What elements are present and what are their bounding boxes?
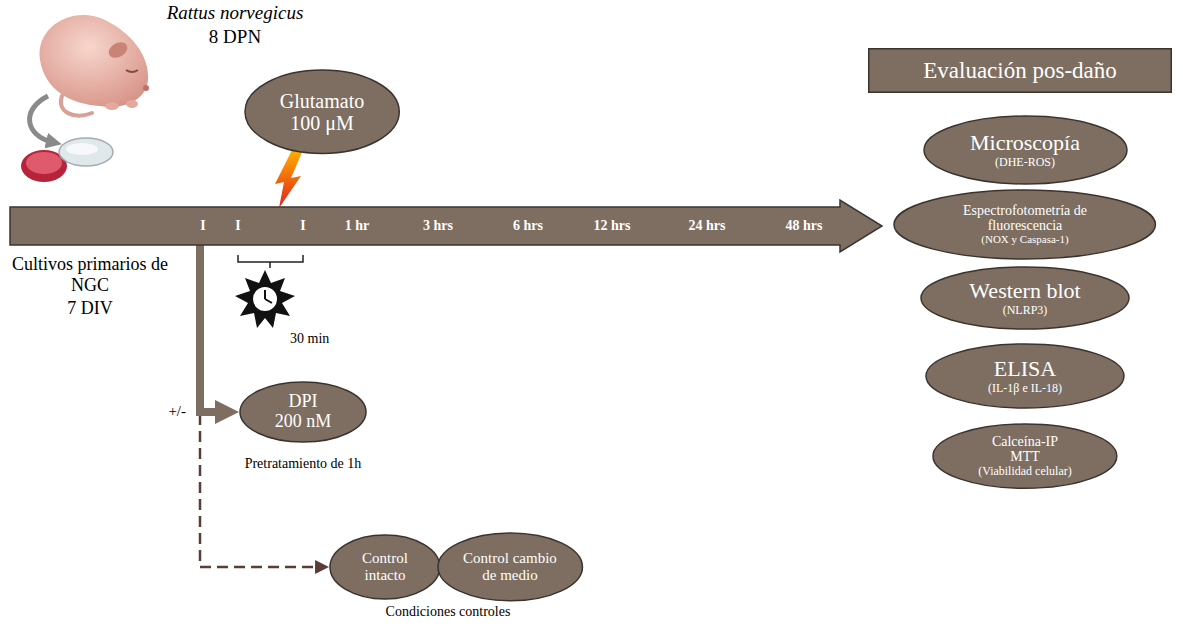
time-tick: 1 hr <box>345 219 370 233</box>
note-label: Pretratamiento de 1h <box>245 456 362 472</box>
ellipse-outline <box>330 535 440 599</box>
method-ellipse: Calceína-IP MTT(Viabilidad celular) <box>932 423 1118 489</box>
node-title: DPI 200 nM <box>274 392 332 432</box>
culture-label: 7 DIV <box>67 298 113 319</box>
ellipse-outline <box>921 267 1129 329</box>
timeline-band <box>10 200 882 252</box>
stimulus-ellipse: Glutamato 100 μM <box>244 69 400 154</box>
method-ellipse: Microscopía(DHE-ROS) <box>923 115 1128 185</box>
node-title: Glutamato 100 μM <box>269 90 374 134</box>
control-ellipse: Control cambio de medio <box>437 532 583 602</box>
node-text-group: Calceína-IP MTT(Viabilidad celular) <box>978 434 1072 478</box>
node-subtitle: (Viabilidad celular) <box>978 465 1072 478</box>
method-ellipse: ELISA(IL-1β e IL-18) <box>925 343 1125 409</box>
node-subtitle: (NLRP3) <box>1003 304 1048 317</box>
time-tick: I <box>235 219 240 233</box>
node-text-group: Glutamato 100 μM <box>269 90 374 134</box>
node-text-group: Microscopía(DHE-ROS) <box>970 131 1080 168</box>
culture-dish <box>21 138 113 182</box>
method-ellipse: Espectrofotometría de fluorescencia(NOX … <box>893 189 1156 260</box>
node-title: ELISA <box>994 357 1056 381</box>
node-title: Microscopía <box>970 131 1080 155</box>
node-title: Calceína-IP MTT <box>980 434 1070 465</box>
node-title: Control intacto <box>350 550 420 583</box>
alarm-clock <box>235 270 295 328</box>
node-text-group: ELISA(IL-1β e IL-18) <box>988 357 1062 394</box>
ellipse-outline <box>933 424 1117 488</box>
time-tick: 24 hrs <box>689 219 726 233</box>
node-text-group: Evaluación pos-daño <box>923 58 1117 83</box>
time-tick: 48 hrs <box>786 219 823 233</box>
header-box: Evaluación pos-daño <box>868 48 1172 93</box>
time-tick: I <box>200 219 205 233</box>
ellipse-outline <box>245 70 399 153</box>
treatment-arrow <box>200 244 223 412</box>
node-subtitle: (DHE-ROS) <box>995 156 1055 169</box>
bracket <box>238 255 303 268</box>
ellipse-outline <box>240 382 366 442</box>
node-text-group: Western blot(NLRP3) <box>969 279 1080 316</box>
control-ellipse: Control intacto <box>329 534 441 600</box>
node-subtitle: (NOX y Caspasa-1) <box>981 233 1068 245</box>
ellipse-outline <box>894 189 1155 258</box>
node-title: Western blot <box>969 279 1080 303</box>
culture-label: Cultivos primarios de NGC <box>10 254 170 295</box>
timeline-arrow: I I I 1 hr 3 hrs 6 hrs 12 hrs 24 hrs 48 hrs <box>10 200 882 252</box>
time-tick: I <box>300 219 305 233</box>
lightning-bolt <box>275 150 303 208</box>
node-text-group: Control cambio de medio <box>460 550 560 583</box>
node-subtitle: (IL-1β e IL-18) <box>988 382 1062 395</box>
age-label: 8 DPN <box>209 26 261 48</box>
treatment-ellipse: DPI 200 nM <box>239 381 367 443</box>
node-title: Espectrofotometría de fluorescencia <box>945 203 1105 234</box>
curved-arrow <box>30 96 52 142</box>
duration-label: 30 min <box>290 331 329 347</box>
species-label: Rattus norvegicus <box>167 2 304 24</box>
time-tick: 3 hrs <box>423 219 453 233</box>
ellipse-outline <box>438 533 582 601</box>
node-title: Control cambio de medio <box>460 550 560 583</box>
option-label: +/- <box>168 403 186 420</box>
node-text-group: Espectrofotometría de fluorescencia(NOX … <box>945 203 1105 246</box>
node-text-group: Control intacto <box>350 550 420 583</box>
time-tick: 12 hrs <box>594 219 631 233</box>
header-rect <box>869 49 1172 93</box>
node-title: Evaluación pos-daño <box>923 58 1117 83</box>
ellipse-outline <box>924 116 1127 184</box>
node-text-group: DPI 200 nM <box>274 392 332 432</box>
method-ellipse: Western blot(NLRP3) <box>920 266 1130 330</box>
time-tick: 6 hrs <box>513 219 543 233</box>
ellipse-outline <box>926 344 1124 408</box>
rat-pup <box>40 15 149 116</box>
group-label: Condiciones controles <box>386 604 511 620</box>
